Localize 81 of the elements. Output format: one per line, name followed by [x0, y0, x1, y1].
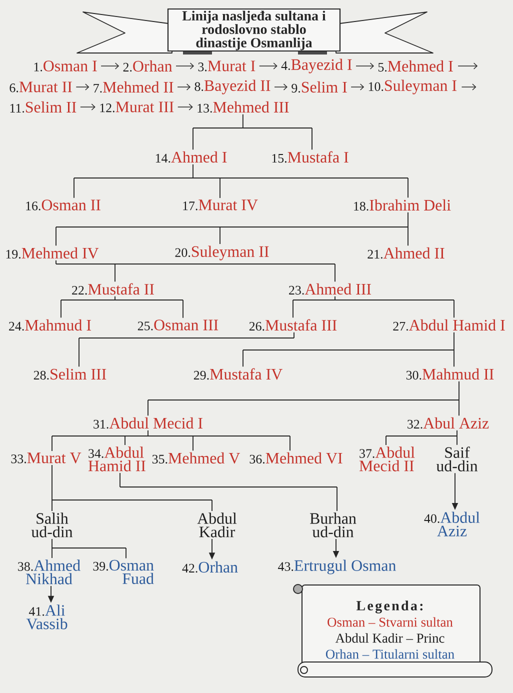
sultan-label: 42.Orhan — [182, 561, 238, 573]
connector-line — [192, 128, 194, 150]
connector-line — [192, 436, 194, 452]
arrow — [80, 104, 96, 110]
arrow — [100, 62, 120, 70]
sultan-label: 35.Mehmed V — [152, 452, 240, 464]
connector-line — [334, 296, 336, 300]
connector-line — [456, 436, 458, 446]
sultan-label: 15.Mustafa I — [272, 151, 348, 163]
sultan-label: 31.Abdul Mecid I — [94, 417, 202, 429]
connector-line — [124, 436, 126, 446]
connector-line — [456, 430, 458, 436]
connector-line — [220, 226, 408, 228]
sultan-label: 22.Mustafa II — [72, 283, 154, 295]
legend-title: Legenda: — [356, 600, 422, 614]
sultan-label: 14.Ahmed I — [156, 151, 227, 163]
sultan-label: 36.Mehmed VI — [250, 452, 342, 464]
connector-line — [192, 164, 194, 178]
sultan-label: 39.Osman Fuad — [93, 560, 154, 584]
arrow — [259, 62, 278, 70]
arrow — [356, 62, 374, 70]
arrow — [274, 84, 288, 90]
legend-entry: Orhan – Titularni sultan — [326, 649, 454, 659]
connector-line — [60, 300, 62, 318]
connector-line — [458, 380, 460, 400]
connector-line — [242, 350, 244, 368]
prince-label: Abdul Kadir — [197, 512, 237, 538]
connector-line — [182, 300, 184, 318]
sultan-label: 13.Mehmed III — [198, 101, 289, 113]
sultan-label: 24.Mahmud I — [9, 319, 91, 331]
sultan-label: 18.Ibrahim Deli — [354, 199, 451, 211]
sultan-label: 32.Abul Aziz — [408, 417, 489, 429]
connector-line — [56, 226, 220, 228]
prince-label: Saif ud-din — [436, 446, 478, 472]
sultan-label: 26.Mustafa III — [249, 319, 337, 331]
arrow — [177, 104, 193, 110]
sultan-label: 11.Selim II — [10, 101, 76, 113]
title-banner: Linija nasljeđa sultana i rodoslovno stablo dinastije Osmanlija — [76, 8, 434, 54]
connector-line — [114, 264, 116, 282]
sultan-label: 23.Ahmed III — [289, 283, 371, 295]
sultan-label: 17.Murat IV — [183, 200, 258, 210]
connector-line — [242, 114, 244, 128]
sultan-label: 21.Ahmed II — [368, 247, 444, 259]
sultan-label: 30.Mahmud II — [406, 368, 494, 380]
arrow — [76, 84, 90, 90]
sultan-label: 16.Osman II — [26, 200, 100, 210]
sultan-label: 28.Selim III — [34, 368, 106, 380]
prince-label: Burhan ud-din — [310, 512, 356, 538]
sultan-label: 40.Abdul Aziz — [424, 512, 480, 536]
sultan-label: 38.Ahmed Nikhad — [18, 560, 80, 584]
prince-label: Salih ud-din — [31, 512, 73, 538]
legend-entry: Abdul Kadir – Princ — [335, 633, 444, 643]
sultan-label: 7.Mehmed II — [94, 81, 174, 93]
legend-entry: Osman – Stvarni sultan — [328, 617, 453, 627]
sultan-label: 1.Osman I — [34, 60, 97, 72]
sultan-label: 19.Mehmed IV — [6, 247, 99, 259]
connector-line — [336, 486, 338, 512]
sultan-label: 29.Mustafa IV — [194, 368, 282, 380]
sultan-label: 25.Osman III — [138, 320, 218, 330]
connector-line — [114, 296, 116, 300]
connector-line — [78, 338, 80, 368]
sultan-label: 5.Mehmed I — [378, 60, 453, 72]
sultan-label: 6.Murat II — [10, 82, 72, 92]
connector-line — [120, 486, 338, 488]
arrow — [458, 62, 478, 70]
sultan-label: 41.Ali Vassib — [26, 604, 68, 630]
sultan-label: 27.Abdul Hamid I — [393, 319, 505, 331]
sultan-label: 9.Selim I — [292, 81, 347, 93]
sultan-label: 3.Murat I — [198, 60, 256, 72]
sultan-label: 34.Abdul Hamid II — [88, 446, 146, 472]
arrow — [176, 62, 194, 70]
arrow — [461, 84, 476, 90]
sultan-label: 33.Murat V — [11, 452, 82, 464]
sultan-label: 12.Murat III — [100, 102, 174, 112]
arrow — [350, 84, 364, 90]
connector-line — [458, 400, 460, 416]
sultan-label: 2.Orhan — [123, 60, 172, 72]
connector-line — [292, 300, 294, 318]
arrow — [177, 84, 191, 90]
connector-line — [334, 264, 336, 282]
sultan-label: 37.Abdul Mecid II — [359, 446, 415, 472]
